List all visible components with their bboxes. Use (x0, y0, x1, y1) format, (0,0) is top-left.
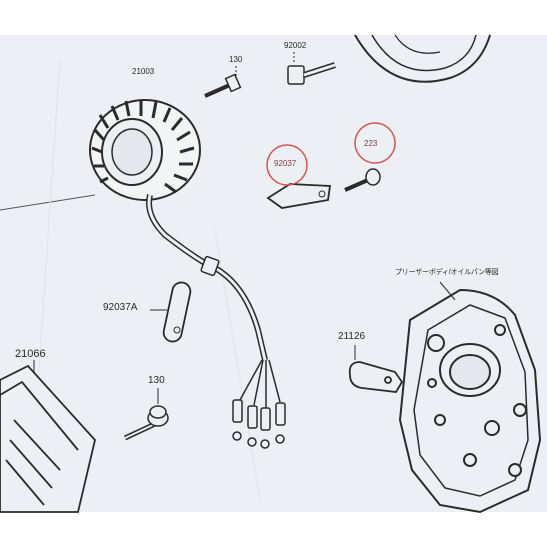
label-bolt-top: 130 (229, 55, 243, 64)
label-regulator: 21066 (15, 348, 46, 360)
label-plate: 92037 (274, 159, 297, 168)
label-bolt-flange: 92002 (284, 41, 307, 50)
label-clamp-b: 21126 (338, 331, 366, 342)
label-cover-note: プリーザーボディ/オイルパン等図 (395, 269, 499, 276)
regulator-21066 (0, 360, 96, 513)
clamp-21126 (348, 345, 404, 393)
highlight-circle-223 (354, 122, 396, 164)
engine-cover (398, 281, 542, 514)
screw-223 (344, 168, 381, 192)
clamp-92037a (150, 281, 192, 343)
stator-coil (89, 99, 201, 201)
bolt-130-top (204, 66, 242, 98)
highlight-circle-92037 (266, 144, 308, 186)
label-stator: 21003 (132, 67, 155, 76)
label-clamp-a: 92037A (103, 302, 138, 313)
flywheel-rotor (354, 34, 491, 83)
plate-92037 (266, 183, 332, 209)
label-bolt-lower: 130 (148, 375, 165, 386)
harness-grommet (200, 255, 220, 277)
label-screw: 223 (364, 139, 378, 148)
wire-connectors (232, 359, 286, 449)
wire-harness-inner (147, 194, 267, 361)
bolt-130-lower (123, 388, 169, 441)
bolt-92002 (287, 52, 336, 85)
leader-line (0, 194, 96, 211)
